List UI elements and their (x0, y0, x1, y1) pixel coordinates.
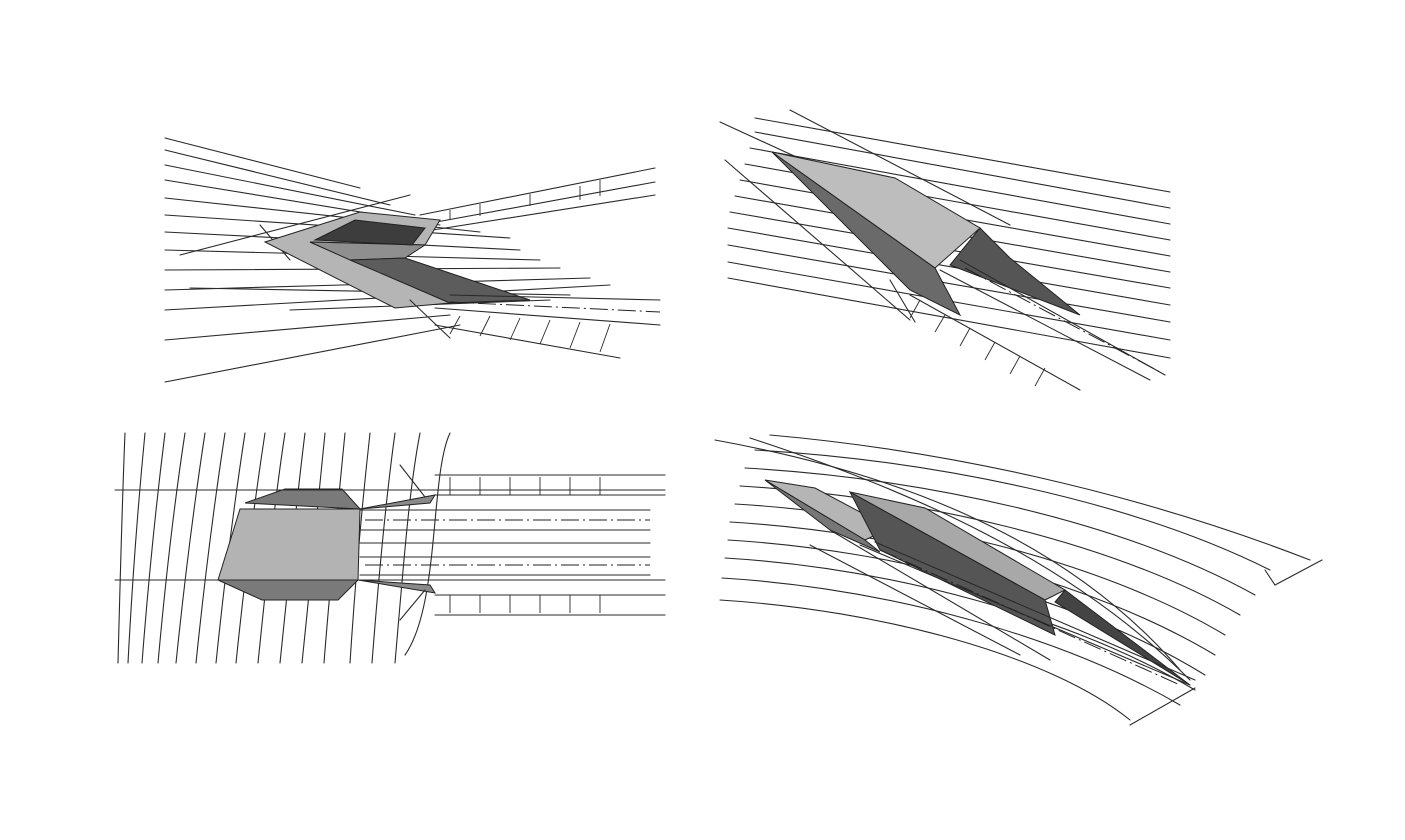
portal-plan-drawing (114, 432, 666, 664)
road-deck (889, 259, 1166, 391)
portal-structure (263, 211, 531, 309)
road-plan (114, 464, 666, 621)
portal-aerial-drawing (714, 434, 1323, 726)
panel-portal-perspective-left (150, 120, 670, 400)
road-deck (809, 529, 1196, 686)
panel-portal-perspective-right (710, 100, 1190, 400)
portal-structure (771, 151, 1081, 317)
road-embankment (419, 167, 656, 233)
panel-portal-plan (110, 425, 680, 675)
panel-portal-aerial (710, 430, 1340, 740)
portal-structure (217, 488, 437, 601)
portal-perspective-right-drawing (719, 109, 1171, 391)
road-deck (409, 294, 661, 359)
portal-structure-left (764, 479, 892, 553)
portal-perspective-left-drawing (164, 137, 661, 383)
portal-structure-right (848, 490, 1191, 686)
